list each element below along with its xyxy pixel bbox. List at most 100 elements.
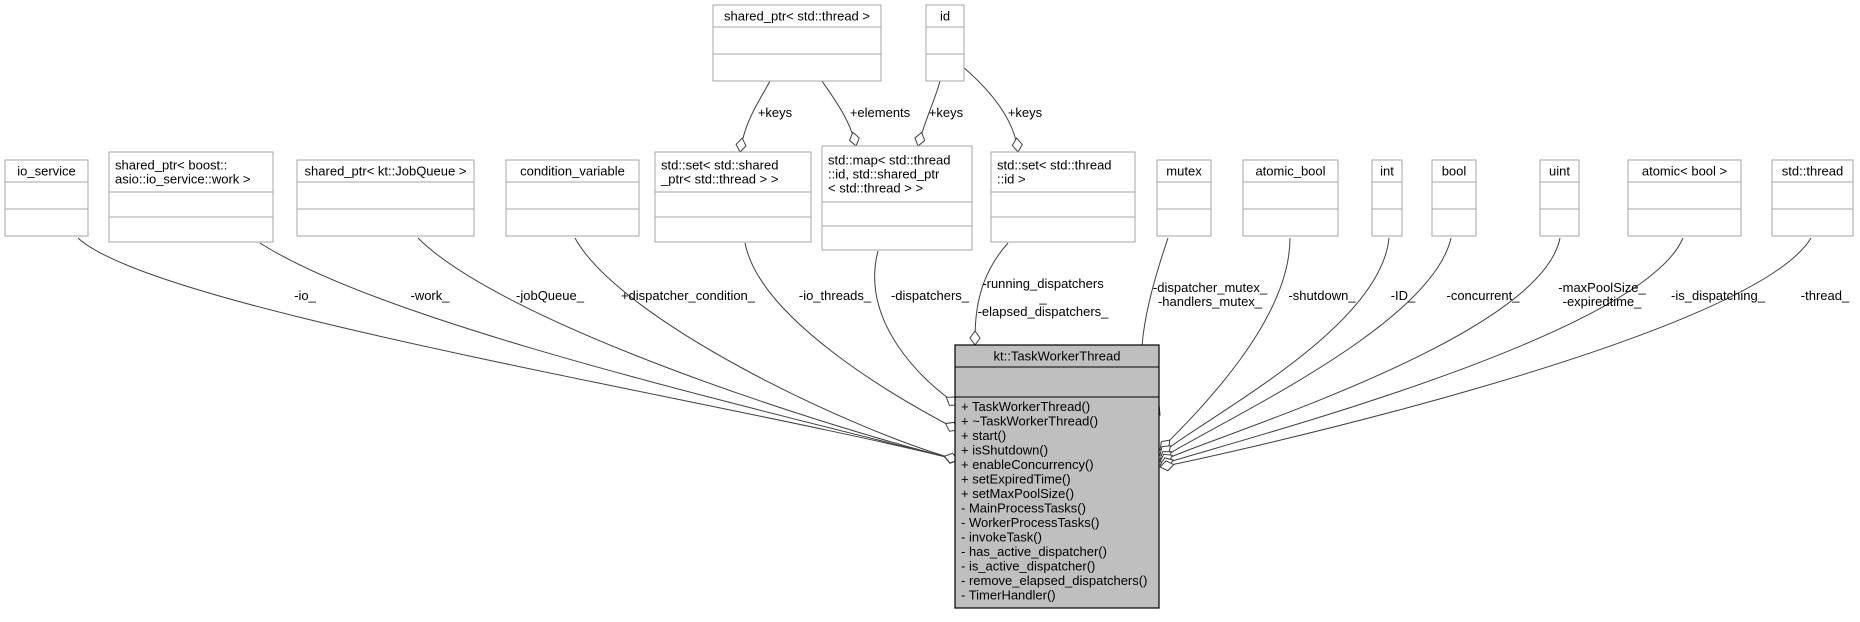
class-box-set_thread_id: std::set< std::thread::id > bbox=[990, 151, 1136, 243]
edge-label-line: -dispatcher_mutex_ bbox=[1153, 280, 1268, 295]
method-item: + enableConcurrency() bbox=[961, 457, 1094, 472]
method-item: - WorkerProcessTasks() bbox=[961, 515, 1099, 530]
class-name-std_thread: std::thread bbox=[1782, 164, 1843, 179]
class-name-atomic_bool: atomic_bool bbox=[1255, 164, 1325, 179]
class-name-thread_id: id bbox=[940, 9, 950, 24]
class-box-frame bbox=[1627, 159, 1742, 237]
class-box-set_shared_ptr_thread: std::set< std::shared_ptr< std::thread >… bbox=[654, 151, 812, 243]
edge-line bbox=[574, 237, 959, 461]
edge-line bbox=[77, 237, 959, 461]
method-item: + setMaxPoolSize() bbox=[961, 486, 1074, 501]
edge-label-dispatcher_condition: +dispatcher_condition_ bbox=[621, 288, 756, 303]
class-box-io_service: io_service bbox=[4, 159, 89, 237]
class-name-shared_ptr_jobqueue: shared_ptr< kt::JobQueue > bbox=[305, 164, 467, 179]
edge-label-line: +keys bbox=[1008, 105, 1043, 120]
edge-label-line: -is_dispatching_ bbox=[1671, 288, 1766, 303]
class-box-map_thread: std::map< std::thread::id, std::shared_p… bbox=[821, 145, 973, 251]
class-name-shared_ptr_thread: shared_ptr< std::thread > bbox=[724, 9, 870, 24]
edge-label-keys_map: +keys bbox=[929, 105, 964, 120]
class-name-shared_ptr_work: shared_ptr< boost:: bbox=[115, 158, 227, 173]
edge-line bbox=[1159, 237, 1390, 456]
edge-label-line: +keys bbox=[758, 105, 793, 120]
aggregation-diamond bbox=[969, 330, 981, 346]
class-box-thread_id: id bbox=[925, 4, 965, 82]
edge-label-mutexes: -dispatcher_mutex_-handlers_mutex_ bbox=[1153, 280, 1268, 309]
class-name-int: int bbox=[1380, 164, 1394, 179]
edge-id bbox=[1159, 237, 1390, 456]
edge-label-line: -ID_ bbox=[1391, 288, 1416, 303]
edge-label-jobqueue: -jobQueue_ bbox=[516, 288, 585, 303]
edge-label-line: -work_ bbox=[410, 288, 450, 303]
main-class-box: kt::TaskWorkerThread+ TaskWorkerThread()… bbox=[954, 344, 1160, 609]
edge-line bbox=[744, 242, 959, 431]
class-box-frame bbox=[821, 145, 973, 251]
class-box-frame bbox=[1771, 159, 1854, 237]
edge-label-work: -work_ bbox=[410, 288, 450, 303]
edge-label-maxpool_expired: -maxPoolSize_-expiredtime_ bbox=[1558, 280, 1646, 309]
edge-label-line: +dispatcher_condition_ bbox=[621, 288, 756, 303]
class-name-set_thread_id: std::set< std::thread bbox=[997, 158, 1112, 173]
class-box-shared_ptr_jobqueue: shared_ptr< kt::JobQueue > bbox=[296, 159, 475, 237]
class-name-shared_ptr_work: asio::io_service::work > bbox=[115, 172, 250, 187]
class-box-shared_ptr_thread: shared_ptr< std::thread > bbox=[712, 4, 882, 82]
edge-is_dispatching bbox=[1159, 237, 1684, 468]
class-box-frame bbox=[1371, 159, 1403, 237]
edge-label-line: -running_dispatchers bbox=[982, 276, 1104, 291]
method-item: - MainProcessTasks() bbox=[961, 501, 1086, 516]
method-item: + isShutdown() bbox=[961, 443, 1048, 458]
class-box-int: int bbox=[1371, 159, 1403, 237]
edge-keys_map bbox=[914, 80, 941, 147]
class-box-frame bbox=[1431, 159, 1477, 237]
edge-maxpool_expired bbox=[1159, 237, 1561, 464]
edge-label-line: -elapsed_dispatchers_ bbox=[978, 304, 1110, 319]
edge-io_threads bbox=[744, 242, 959, 432]
class-name-map_thread: ::id, std::shared_ptr bbox=[828, 167, 940, 182]
class-name-map_thread: < std::thread > > bbox=[828, 181, 923, 196]
edge-label-line: -io_threads_ bbox=[799, 288, 872, 303]
edge-thread bbox=[1159, 237, 1812, 472]
class-name-set_thread_id: ::id > bbox=[997, 172, 1026, 187]
edge-shutdown bbox=[1159, 237, 1291, 451]
method-item: + ~TaskWorkerThread() bbox=[961, 414, 1098, 429]
edges-layer bbox=[77, 65, 1812, 472]
edge-label-io: -io_ bbox=[294, 288, 316, 303]
class-box-condition_variable: condition_variable bbox=[505, 159, 640, 237]
aggregation-diamond bbox=[848, 131, 860, 147]
method-item: - TimerHandler() bbox=[961, 588, 1056, 603]
class-box-atomic_bool: atomic_bool bbox=[1242, 159, 1339, 237]
class-box-mutex: mutex bbox=[1156, 159, 1212, 237]
edge-label-io_threads: -io_threads_ bbox=[799, 288, 872, 303]
method-item: - has_active_dispatcher() bbox=[961, 544, 1107, 559]
edge-label-thread: -thread_ bbox=[1801, 288, 1850, 303]
class-box-frame bbox=[1242, 159, 1339, 237]
class-box-frame bbox=[4, 159, 89, 237]
class-box-frame bbox=[925, 4, 965, 82]
class-name-uint: uint bbox=[1549, 164, 1570, 179]
edge-label-line: -io_ bbox=[294, 288, 316, 303]
aggregation-diamond bbox=[1011, 137, 1023, 153]
edge-line bbox=[974, 242, 1009, 346]
class-box-frame bbox=[505, 159, 640, 237]
edge-line bbox=[259, 242, 959, 461]
edge-line bbox=[417, 237, 959, 461]
class-box-atomic_bool_tpl: atomic< bool > bbox=[1627, 159, 1742, 237]
aggregation-diamond bbox=[914, 131, 926, 147]
edge-keys_set_id bbox=[961, 65, 1023, 153]
edge-io bbox=[77, 237, 959, 464]
edge-line bbox=[1159, 237, 1291, 451]
class-box-uint: uint bbox=[1539, 159, 1580, 237]
edge-concurrent bbox=[1159, 237, 1452, 461]
class-name-condition_variable: condition_variable bbox=[520, 164, 625, 179]
method-item: + start() bbox=[961, 428, 1006, 443]
edge-line bbox=[1159, 237, 1684, 466]
edge-label-line: -dispatchers_ bbox=[891, 288, 970, 303]
method-item: - invokeTask() bbox=[961, 530, 1042, 545]
edge-label-line: -expiredtime_ bbox=[1563, 294, 1643, 309]
edge-line bbox=[1159, 237, 1452, 461]
class-box-frame bbox=[296, 159, 475, 237]
class-name-bool: bool bbox=[1442, 164, 1467, 179]
edge-label-line: -concurrent_ bbox=[1447, 288, 1521, 303]
class-name-map_thread: std::map< std::thread bbox=[828, 153, 950, 168]
